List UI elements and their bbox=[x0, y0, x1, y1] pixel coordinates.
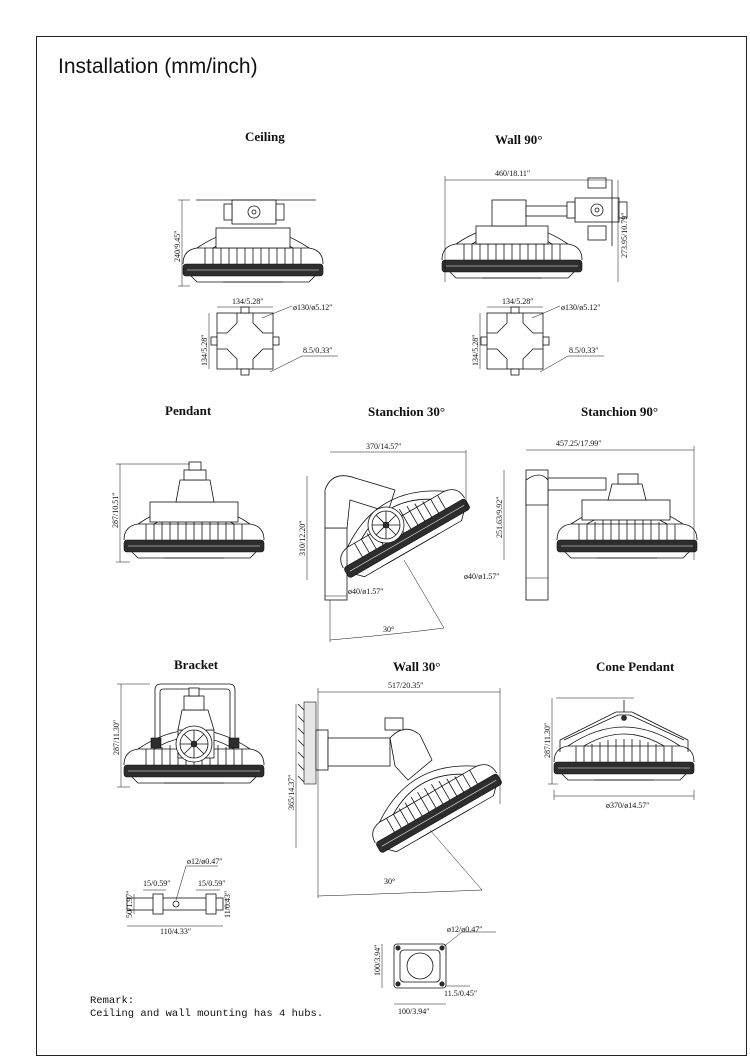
ceiling-box-detail: 134/5.28″ 134/5.28″ ø130/ø5.12″ 8.5/0.33… bbox=[200, 297, 338, 376]
stanchion-90-view: 457.25/17.99″ 251.63/9.92″ ø40/ø1.57″ bbox=[464, 439, 698, 601]
page-border bbox=[36, 36, 747, 1056]
label-wall-30: Wall 30° bbox=[393, 659, 441, 674]
wall-90-view: 460/18.11″ 273.95/10.79″ bbox=[441, 169, 629, 282]
stanchion-90-width-dim: 457.25/17.99″ bbox=[556, 439, 602, 448]
bracket-view: 287/11.30″ bbox=[112, 683, 265, 788]
wall-90-width-dim: 460/18.11″ bbox=[495, 169, 530, 178]
wall-90-height-dim: 273.95/10.79″ bbox=[620, 212, 629, 258]
wall-90-slot: 8.5/0.33″ bbox=[569, 346, 599, 355]
remark-heading: Remark: bbox=[90, 995, 135, 1007]
wall-30-height-dim: 365/14.37″ bbox=[287, 774, 296, 810]
ceiling-hole-dia: ø130/ø5.12″ bbox=[293, 303, 333, 312]
pendant-view: 287/10.51″ bbox=[111, 461, 265, 563]
stanchion-30-pipe-dia: ø40/ø1.57″ bbox=[348, 587, 384, 596]
wall-90-box-detail: 134/5.28″ 134/5.28″ ø130/ø5.12″ 8.5/0.33… bbox=[471, 297, 604, 376]
bracket-detail-view: ø12/ø0.47″ 15/0.59″ 15/0.59″ 50/1.97″ 11… bbox=[125, 857, 232, 936]
stanchion-90-height-dim: 251.63/9.92″ bbox=[495, 496, 504, 538]
label-stanchion-90: Stanchion 90° bbox=[581, 404, 659, 419]
ceiling-height-dim: 240/9.45″ bbox=[173, 230, 182, 262]
bracket-detail-right-height: 11/0.43″ bbox=[223, 891, 232, 918]
pendant-height-dim: 287/10.51″ bbox=[111, 492, 120, 528]
cone-pendant-height-dim: 287/11.30″ bbox=[543, 723, 552, 758]
page-title: Installation (mm/inch) bbox=[58, 55, 258, 78]
wall-90-box-width: 134/5.28″ bbox=[502, 297, 534, 306]
cone-pendant-view: 287/11.30″ ø370/ø14.57″ bbox=[543, 697, 695, 810]
cone-pendant-dia-dim: ø370/ø14.57″ bbox=[606, 801, 650, 810]
wall-plate-slot: 11.5/0.45″ bbox=[444, 989, 477, 998]
wall-plate-hole: ø12/ø0.47″ bbox=[447, 925, 483, 934]
label-cone-pendant: Cone Pendant bbox=[596, 659, 675, 674]
remark-block: Remark: Ceiling and wall mounting has 4 … bbox=[90, 995, 323, 1021]
wall-30-view: 517/20.35″ 365/14.37″ 30° bbox=[287, 681, 507, 898]
bracket-detail-width: 110/4.33″ bbox=[160, 927, 191, 936]
label-ceiling: Ceiling bbox=[245, 129, 285, 144]
stanchion-30-angle: 30° bbox=[383, 625, 394, 634]
wall-90-box-height: 134/5.28″ bbox=[471, 334, 480, 366]
bracket-detail-left-height: 50/1.97″ bbox=[125, 890, 134, 918]
label-bracket: Bracket bbox=[174, 657, 219, 672]
wall-plate-height: 100/3.94″ bbox=[373, 944, 382, 976]
label-wall-90: Wall 90° bbox=[495, 132, 543, 147]
bracket-detail-hole: ø12/ø0.47″ bbox=[187, 857, 223, 866]
wall-90-hole-dia: ø130/ø5.12″ bbox=[561, 303, 601, 312]
wall-30-width-dim: 517/20.35″ bbox=[388, 681, 424, 690]
stanchion-30-height-dim: 310/12.20″ bbox=[298, 520, 307, 556]
stanchion-30-width-dim: 370/14.57″ bbox=[366, 442, 402, 451]
wall-plate-view: ø12/ø0.47″ 100/3.94″ 100/3.94″ 11.5/0.45… bbox=[373, 925, 496, 1016]
stanchion-90-pipe-dia: ø40/ø1.57″ bbox=[464, 572, 500, 581]
ceiling-box-width: 134/5.28″ bbox=[232, 297, 264, 306]
bracket-detail-left-slot: 15/0.59″ bbox=[143, 879, 171, 888]
wall-plate-width: 100/3.94″ bbox=[398, 1007, 430, 1016]
bracket-detail-right-slot: 15/0.59″ bbox=[198, 879, 226, 888]
label-pendant: Pendant bbox=[165, 403, 212, 418]
ceiling-view: 240/9.45″ bbox=[173, 199, 324, 287]
wall-30-angle: 30° bbox=[384, 877, 395, 886]
bracket-height-dim: 287/11.30″ bbox=[112, 720, 121, 755]
ceiling-box-height: 134/5.28″ bbox=[200, 334, 209, 366]
label-stanchion-30: Stanchion 30° bbox=[368, 404, 446, 419]
remark-text: Ceiling and wall mounting has 4 hubs. bbox=[90, 1008, 324, 1020]
stanchion-30-view: 370/14.57″ 310/12.20″ ø40/ø1.57″ 30° bbox=[298, 442, 475, 642]
ceiling-slot: 8.5/0.33″ bbox=[303, 346, 333, 355]
